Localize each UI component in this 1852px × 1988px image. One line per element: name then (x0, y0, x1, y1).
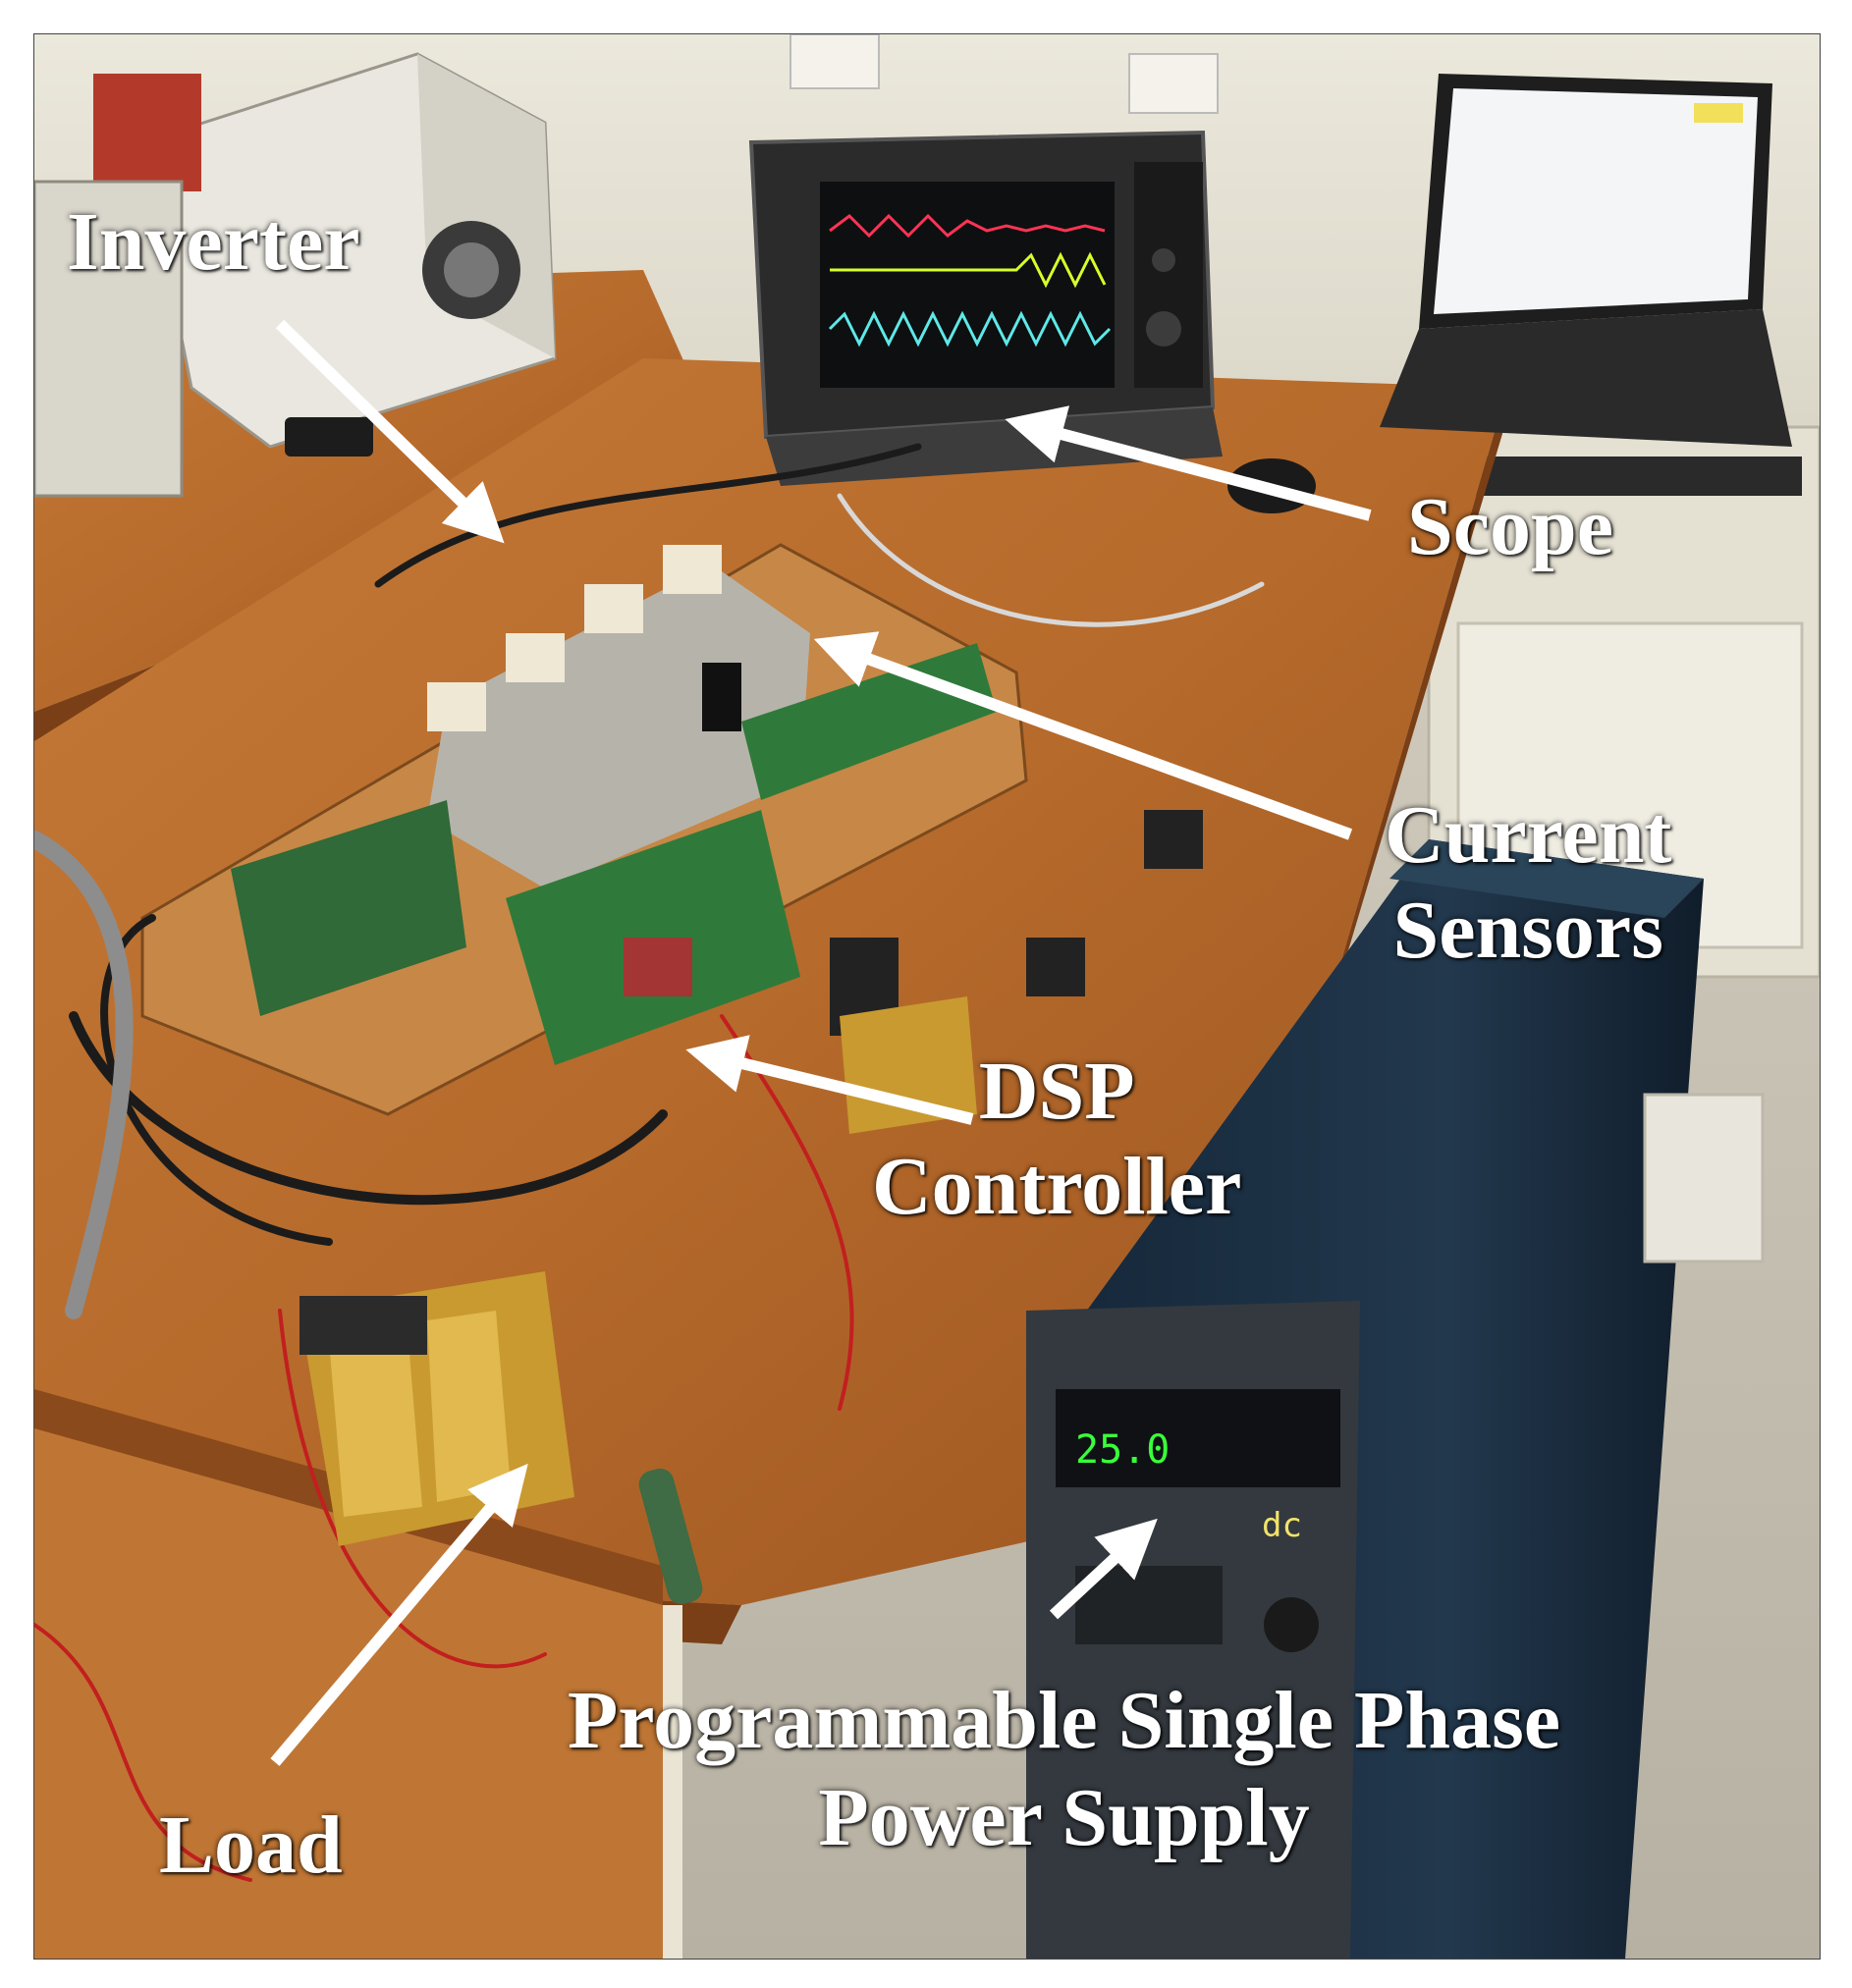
dsp-controller-label-line2: Controller (872, 1141, 1242, 1233)
power-supply-label-line1: Programmable Single Phase (568, 1675, 1561, 1766)
power-supply-reading: 25.0 (1075, 1427, 1170, 1473)
oscilloscope (748, 130, 1223, 486)
scope-trace-red (829, 213, 1106, 239)
current-sensors-label: Current Sensors (1385, 787, 1671, 979)
scope-trace-yellow (830, 251, 1107, 289)
power-supply-label: Programmable Single Phase Power Supply (568, 1672, 1560, 1866)
inverter-label: Inverter (67, 196, 360, 288)
dsp-controller-label: DSP Controller (872, 1044, 1241, 1235)
current-sensors-label-line2: Sensors (1392, 885, 1663, 977)
load-label: Load (159, 1800, 343, 1891)
scope-label: Scope (1407, 481, 1613, 572)
wall-socket (1128, 53, 1219, 114)
scope-trace-cyan (828, 310, 1112, 348)
power-supply-label-line2: Power Supply (818, 1772, 1310, 1864)
resistor (638, 1468, 703, 1605)
power-supply-mode: dc (1262, 1506, 1302, 1545)
lab-setup-photo: 25.0 dc (33, 33, 1821, 1960)
current-sensors-label-line1: Current (1385, 789, 1672, 881)
dsp-controller-label-line1: DSP (978, 1046, 1135, 1137)
mouse (1227, 458, 1316, 513)
power-supply-unit: 25.0 dc (1026, 839, 1704, 1959)
floor-device (1643, 1093, 1765, 1263)
load-transformer (300, 1271, 574, 1546)
wall-socket (790, 34, 880, 89)
laptop (1380, 74, 1792, 447)
